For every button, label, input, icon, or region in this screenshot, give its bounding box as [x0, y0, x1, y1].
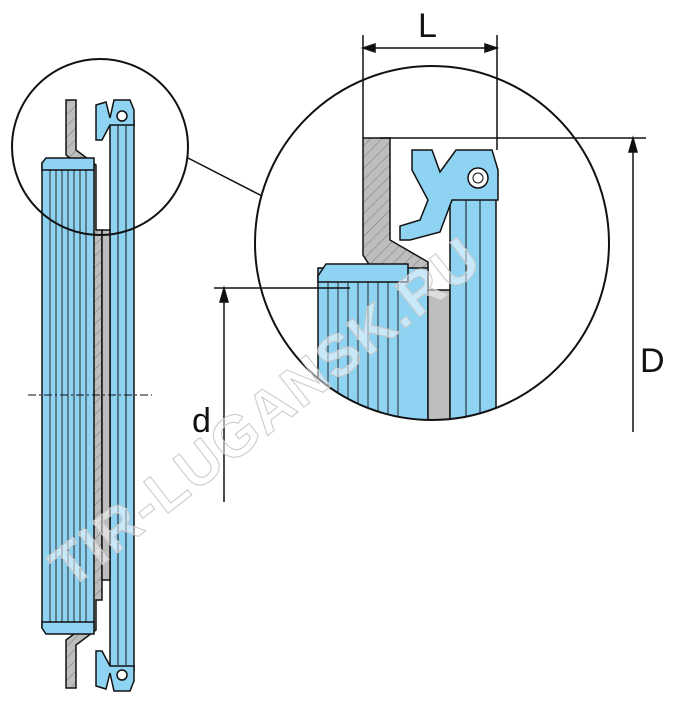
- dimension-D: [380, 135, 646, 432]
- spring-bottom: [116, 669, 128, 681]
- sleeve-cap-top: [41, 157, 95, 171]
- label-L: L: [418, 7, 437, 45]
- spring-top: [116, 110, 128, 122]
- detail-circle-outline: [254, 65, 610, 421]
- dimension-L: [360, 35, 500, 150]
- housing-inner-strip: [101, 229, 111, 581]
- detail-enlarged-view: [317, 137, 499, 420]
- sleeve-cap-bottom: [41, 621, 95, 635]
- label-D: D: [640, 342, 665, 380]
- detail-marker-circle: [11, 58, 189, 236]
- detail-leader-line: [187, 157, 263, 197]
- detail-sleeve-cap: [317, 263, 409, 283]
- detail-lip: [449, 179, 497, 420]
- seal-head-top: [95, 99, 135, 141]
- seal-head-bottom: [95, 650, 135, 692]
- detail-spring: [467, 167, 489, 189]
- dimension-d: [214, 285, 350, 502]
- label-d: d: [192, 402, 211, 440]
